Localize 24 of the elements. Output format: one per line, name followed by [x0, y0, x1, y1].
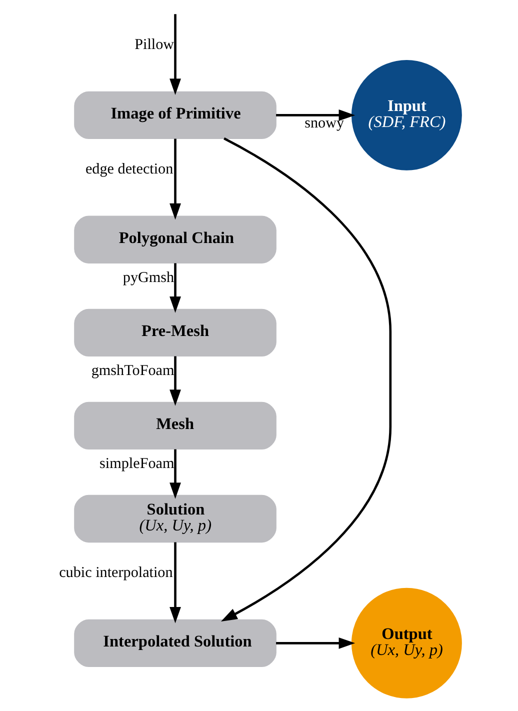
arrow [276, 109, 356, 121]
arrow [170, 14, 181, 95]
arrow [220, 137, 392, 622]
edge-label: gmshToFoam [91, 362, 174, 379]
edge-label: simpleFoam [100, 456, 174, 472]
node-box: Pre-Mesh [74, 308, 276, 356]
edge-label: pyGmsh [122, 270, 174, 286]
arrow [170, 542, 181, 624]
arrow [276, 637, 356, 649]
arrow [170, 356, 181, 406]
node-box: Interpolated Solution [74, 619, 276, 667]
arrow [170, 138, 181, 220]
arrow [170, 449, 181, 499]
node-box: Solution (Ux, Uy, p) [74, 494, 276, 543]
edge-label: cubic interpolation [59, 565, 173, 582]
edge-label: snowy [304, 115, 344, 132]
arrow [170, 263, 181, 313]
edge-label: Pillow [134, 36, 174, 53]
node-circle: Input (SDF, FRC) [351, 60, 462, 170]
node-box: Polygonal Chain [74, 216, 276, 264]
node-box: Mesh [74, 402, 276, 450]
edge-label: edge detection [85, 162, 174, 178]
node-box: Image of Primitive [74, 91, 276, 140]
node-circle: Output (Ux, Uy, p) [351, 588, 462, 698]
